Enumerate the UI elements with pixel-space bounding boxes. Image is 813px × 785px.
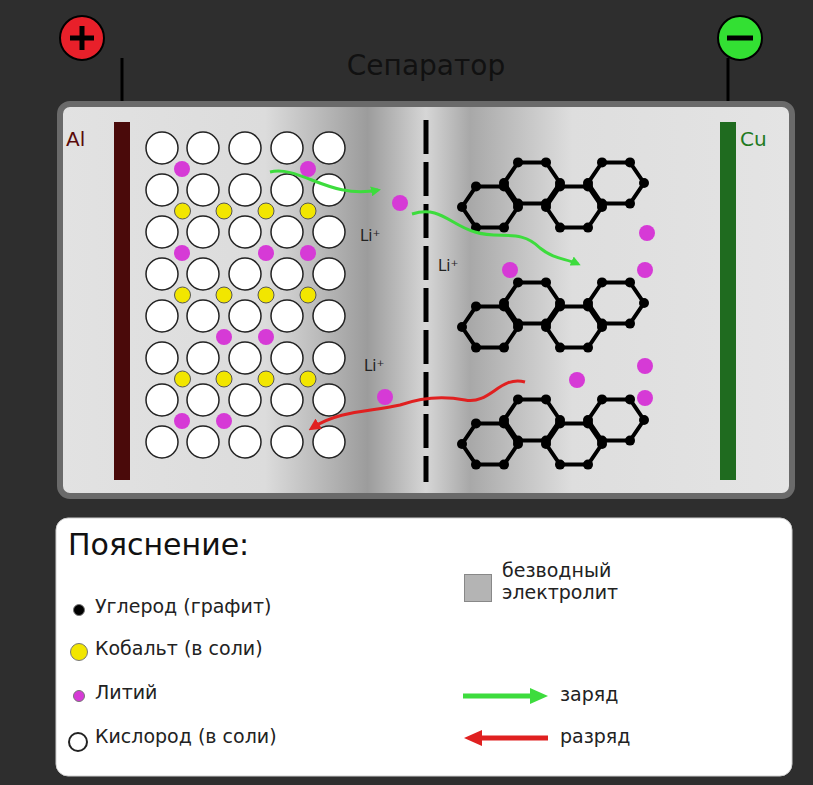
legend-swatch [73,604,85,616]
legend-text: разряд [560,726,760,748]
legend-swatch [68,732,88,752]
ion-label: Li⁺ [364,358,384,375]
separator-label: Сепаратор [347,50,505,82]
legend-swatch [464,574,492,602]
legend-text: Углерод (графит) [95,596,395,618]
legend-heading: Пояснение: [68,528,249,563]
legend-text: Кислород (в соли) [95,726,395,748]
legend-text: безводный электролит [502,560,652,604]
electrode-label: Cu [740,128,767,151]
legend-text: заряд [560,684,760,706]
ion-label: Li⁺ [360,228,380,245]
ion-label: Li⁺ [438,258,458,275]
electrode-label: Al [66,128,85,151]
legend-swatch [70,643,88,661]
legend-text: Литий [95,682,395,704]
legend-swatch [73,690,85,702]
legend-text: Кобальт (в соли) [95,638,395,660]
